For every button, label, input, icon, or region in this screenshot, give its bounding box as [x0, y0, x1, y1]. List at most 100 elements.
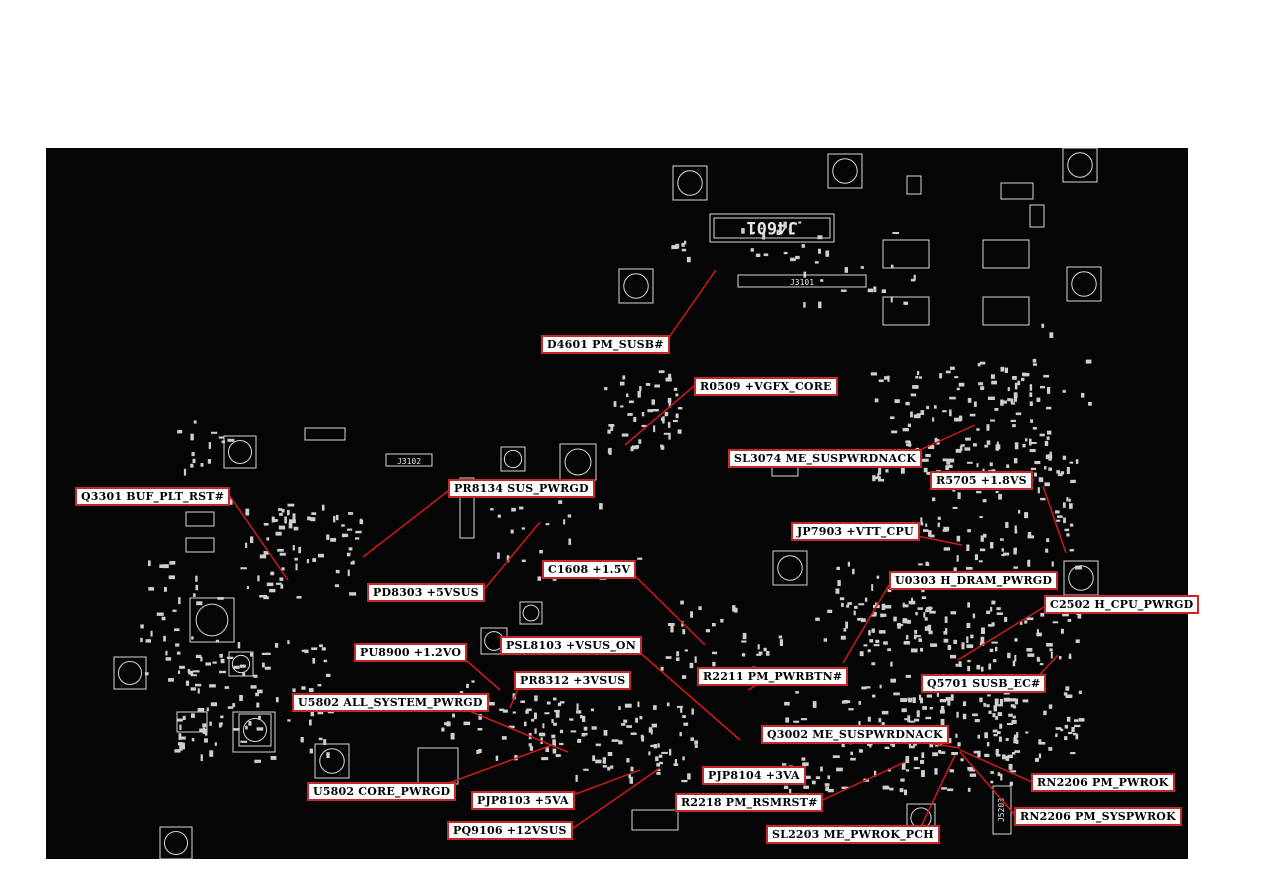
smd-pad	[1010, 402, 1016, 405]
smd-pad	[667, 421, 671, 428]
smd-pad	[712, 651, 718, 655]
smd-pad	[917, 371, 920, 376]
smd-pad	[310, 710, 314, 717]
smd-pad	[1040, 612, 1045, 617]
smd-pad	[997, 731, 1001, 734]
smd-pad	[965, 437, 971, 441]
smd-pad	[923, 612, 926, 618]
smd-pad	[221, 440, 225, 444]
smd-pad	[1060, 628, 1064, 634]
leader-line	[1042, 485, 1067, 554]
smd-pad	[341, 524, 345, 527]
inductor-coil	[117, 660, 143, 686]
smd-pad	[919, 694, 922, 701]
smd-pad	[921, 458, 929, 462]
smd-pad	[193, 593, 196, 597]
smd-pad	[192, 458, 196, 464]
pcb-board-view: J4601 J3101 J3102 J5203	[46, 148, 1188, 859]
leader-line-group	[228, 269, 1067, 834]
smd-pad	[1069, 461, 1074, 464]
smd-pad	[906, 619, 911, 624]
smd-pad	[949, 396, 956, 400]
smd-pad	[1046, 643, 1053, 647]
smd-pad	[920, 647, 924, 652]
smd-pad	[534, 728, 537, 734]
smd-pad	[277, 548, 284, 552]
smd-pad	[209, 750, 214, 757]
leader-line	[228, 494, 289, 581]
smd-pad	[647, 409, 654, 413]
smd-pad	[180, 736, 186, 740]
smd-pad	[178, 670, 181, 674]
smd-pad	[907, 423, 911, 427]
label-r5705: R5705 +1.8VS	[930, 471, 1033, 490]
smd-pad	[292, 513, 296, 521]
smd-pad	[195, 575, 198, 582]
smd-pad	[689, 662, 694, 669]
smd-pad	[690, 737, 694, 741]
smd-pad	[922, 706, 927, 710]
leader-line	[957, 606, 1045, 661]
smd-pad	[619, 381, 625, 386]
chip-outline	[459, 477, 475, 539]
smd-pad	[949, 769, 954, 773]
smd-pad	[1029, 449, 1036, 453]
smd-pad	[986, 742, 990, 747]
label-r0509: R0509 +VGFX_CORE	[694, 377, 838, 396]
smd-pad	[1005, 755, 1010, 761]
smd-pad	[506, 555, 510, 563]
smd-pad	[541, 757, 549, 761]
smd-pad	[1011, 752, 1016, 755]
smd-pad	[604, 387, 608, 391]
smd-pad	[279, 577, 284, 581]
smd-pad	[785, 717, 790, 723]
smd-pad	[326, 534, 330, 540]
smd-pad	[1068, 653, 1072, 659]
smd-pad	[956, 555, 959, 562]
label-psl8103: PSL8103 +VSUS_ON	[500, 636, 642, 655]
leader-line	[624, 385, 695, 446]
smd-pad	[924, 617, 928, 621]
smd-pad	[882, 785, 889, 790]
smd-pad	[913, 767, 920, 770]
smd-pad	[784, 701, 790, 706]
smd-pad	[967, 665, 971, 672]
smd-pad	[179, 665, 185, 669]
smd-pad	[847, 561, 850, 567]
smd-pad	[979, 361, 986, 365]
smd-pad	[1012, 376, 1017, 380]
smd-pad	[144, 672, 149, 676]
smd-pad	[668, 373, 672, 379]
smd-pad	[219, 653, 223, 658]
chip-outline	[185, 511, 215, 527]
smd-pad	[980, 535, 984, 542]
smd-pad	[159, 564, 163, 568]
smd-pad	[656, 771, 661, 775]
smd-pad	[618, 706, 621, 710]
smd-pad	[1007, 398, 1011, 402]
smd-pad	[242, 672, 246, 676]
smd-pad	[934, 437, 938, 443]
smd-pad	[1066, 533, 1070, 537]
smd-pad	[887, 375, 890, 382]
chip-outline	[631, 809, 679, 831]
smd-pad	[637, 390, 641, 398]
smd-pad	[1034, 461, 1041, 465]
smd-pad	[997, 712, 1003, 716]
smd-pad	[650, 744, 657, 748]
smd-pad	[245, 508, 250, 516]
smd-pad	[917, 607, 923, 610]
smd-pad	[815, 617, 820, 621]
smd-pad	[991, 380, 997, 385]
smd-pad	[867, 716, 871, 722]
smd-pad	[871, 628, 875, 633]
smd-pad	[788, 227, 792, 232]
smd-pad	[1065, 686, 1070, 691]
smd-pad	[1055, 727, 1062, 730]
smd-pad	[537, 576, 542, 581]
smd-pad	[1000, 366, 1005, 372]
smd-pad	[876, 575, 880, 579]
smd-pad	[333, 515, 336, 523]
smd-pad	[165, 650, 168, 656]
smd-pad	[864, 597, 868, 602]
